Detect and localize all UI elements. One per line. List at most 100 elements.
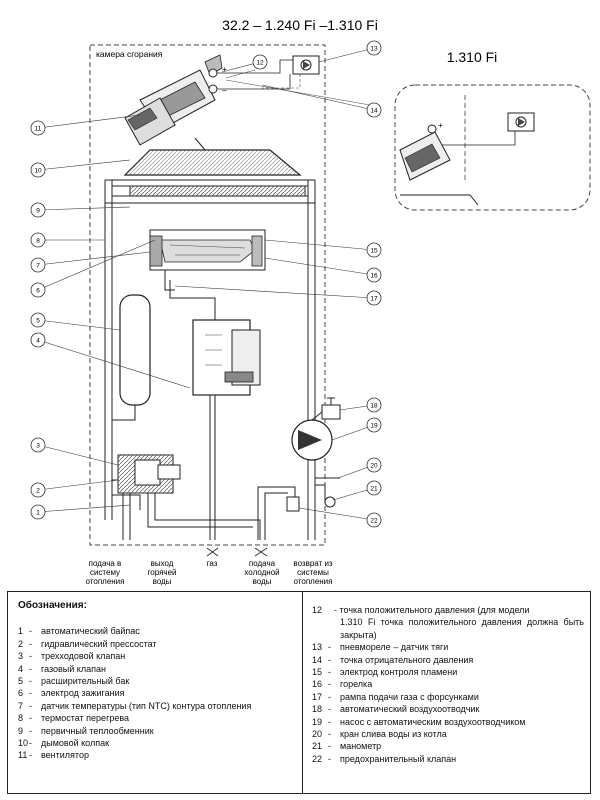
legend-item-number: 2 — [18, 638, 24, 649]
inset-title: 1.310 Fi — [447, 49, 498, 65]
legend-item: 11-вентилятор — [18, 749, 298, 761]
legend-item-dash: - — [29, 713, 32, 724]
legend-item-text: термостат перегрева — [41, 713, 130, 724]
legend-item-number: 18 — [312, 704, 323, 715]
legend-item-text: манометр — [340, 741, 382, 752]
callout-circle — [30, 120, 46, 136]
legend-item: 17-рампа подачи газа с форсунками — [312, 691, 584, 703]
legend-item-text: кран слива воды из котла — [340, 729, 447, 740]
connection-label: воды — [153, 577, 172, 586]
callout-leader — [37, 479, 119, 491]
legend-item-text: гидравлический прессостат — [41, 638, 157, 649]
callout-number: 6 — [36, 287, 40, 294]
legend-item: 14-точка отрицательного давления — [312, 654, 584, 666]
legend-item-number: 9 — [18, 725, 24, 736]
connection-label: газ — [207, 559, 218, 568]
legend-item-dash: - — [328, 642, 331, 653]
callout-number: 19 — [370, 422, 378, 429]
legend-item-text: газовый клапан — [41, 663, 106, 674]
legend-item-number: 13 — [312, 642, 323, 653]
callout-circle — [366, 457, 382, 473]
legend-item-dash: - — [29, 626, 32, 637]
callout-number: 16 — [370, 272, 378, 279]
callout-number: 12 — [256, 59, 264, 66]
legend-item-text: расширительный бак — [41, 676, 130, 687]
callout-circle — [30, 257, 46, 273]
callout-circle — [30, 312, 46, 328]
callout-number: 10 — [34, 167, 42, 174]
callout-circle — [366, 40, 382, 56]
legend-item-dash: - — [29, 700, 32, 711]
legend-item-number: 10 — [18, 738, 29, 749]
callout-number: 5 — [36, 317, 40, 324]
connection-label: горячей — [148, 568, 177, 577]
callout-number: 18 — [370, 402, 378, 409]
legend-item: 22-предохранительный клапан — [312, 753, 584, 765]
callout-circle — [366, 397, 382, 413]
callout-number: 11 — [35, 125, 42, 132]
legend-item-dash: - — [328, 741, 331, 752]
legend-item-text: датчик температуры (тип NTC) контура ото… — [41, 700, 252, 711]
legend-item-number: 15 — [312, 667, 323, 678]
callout-leader — [264, 239, 375, 251]
legend-item: 12 - точка положительного давления (для … — [312, 604, 584, 616]
callout-number: 3 — [36, 442, 40, 449]
connection-label: подача в — [89, 559, 122, 568]
callout-circle — [30, 202, 46, 218]
callout-leader — [318, 47, 375, 63]
inlet-taps — [206, 547, 268, 557]
callout-number: 13 — [370, 45, 378, 52]
legend-item-text: электрод зажигания — [41, 688, 125, 699]
legend-item-number: 7 — [18, 700, 24, 711]
legend-item-number: 19 — [312, 716, 323, 727]
legend-item-text: автоматический байпас — [41, 626, 140, 637]
legend-item: 20-кран слива воды из котла — [312, 728, 584, 740]
connection-label: подача — [249, 559, 276, 568]
minus-sign: – — [222, 85, 227, 95]
legend-item-number: 11 — [18, 750, 28, 761]
legend-item: 15-электрод контроля пламени — [312, 666, 584, 678]
connection-label: систему — [90, 568, 120, 577]
legend-item-text: электрод контроля пламени — [340, 667, 458, 678]
gas-valve — [192, 319, 261, 396]
callout-circle — [30, 232, 46, 248]
callout-circle — [366, 242, 382, 258]
legend-item-number: 21 — [312, 741, 323, 752]
legend-item-text: рампа подачи газа с форсунками — [340, 691, 479, 702]
legend-item-text: автоматический воздухоотводчик — [340, 704, 480, 715]
callout-leader — [331, 424, 375, 441]
connection-label: системы — [297, 568, 329, 577]
legend-item-dash: - — [29, 651, 32, 662]
legend-item-number: 17 — [312, 691, 323, 702]
burner — [149, 229, 266, 291]
callout-leader — [37, 319, 121, 331]
legend-item-number: 6 — [18, 688, 24, 699]
inset-plus-sign: + — [438, 120, 443, 130]
legend-item-dash: - — [328, 753, 331, 764]
legend-title: Обозначения: — [18, 600, 87, 611]
legend-item-number: 3 — [18, 651, 24, 662]
legend-item-text: горелка — [340, 679, 373, 690]
inset-1310fi: + – — [394, 84, 591, 211]
legend-item-dash: - — [328, 667, 331, 678]
callout-number: 17 — [370, 295, 378, 302]
legend-item-text: трехходовой клапан — [41, 651, 126, 662]
legend-item-text: точка отрицательного давления — [340, 654, 474, 665]
connection-label: отопления — [86, 577, 125, 586]
callout-number: 1 — [36, 509, 40, 516]
legend-item-text: дымовой колпак — [41, 738, 110, 749]
callout-circle — [366, 480, 382, 496]
legend-item-number: 8 — [18, 713, 24, 724]
legend-item: 6-электрод зажигания — [18, 687, 298, 699]
legend-item-text: вентилятор — [41, 750, 89, 761]
callout-leader — [261, 84, 375, 111]
callout-leader — [174, 285, 375, 299]
callout-circle — [30, 437, 46, 453]
fan — [124, 54, 223, 146]
flue-hood — [123, 137, 302, 176]
callout-circle — [366, 102, 382, 118]
legend-item: 2-гидравлический прессостат — [18, 638, 298, 650]
legend-item: 10-дымовой колпак — [18, 737, 298, 749]
